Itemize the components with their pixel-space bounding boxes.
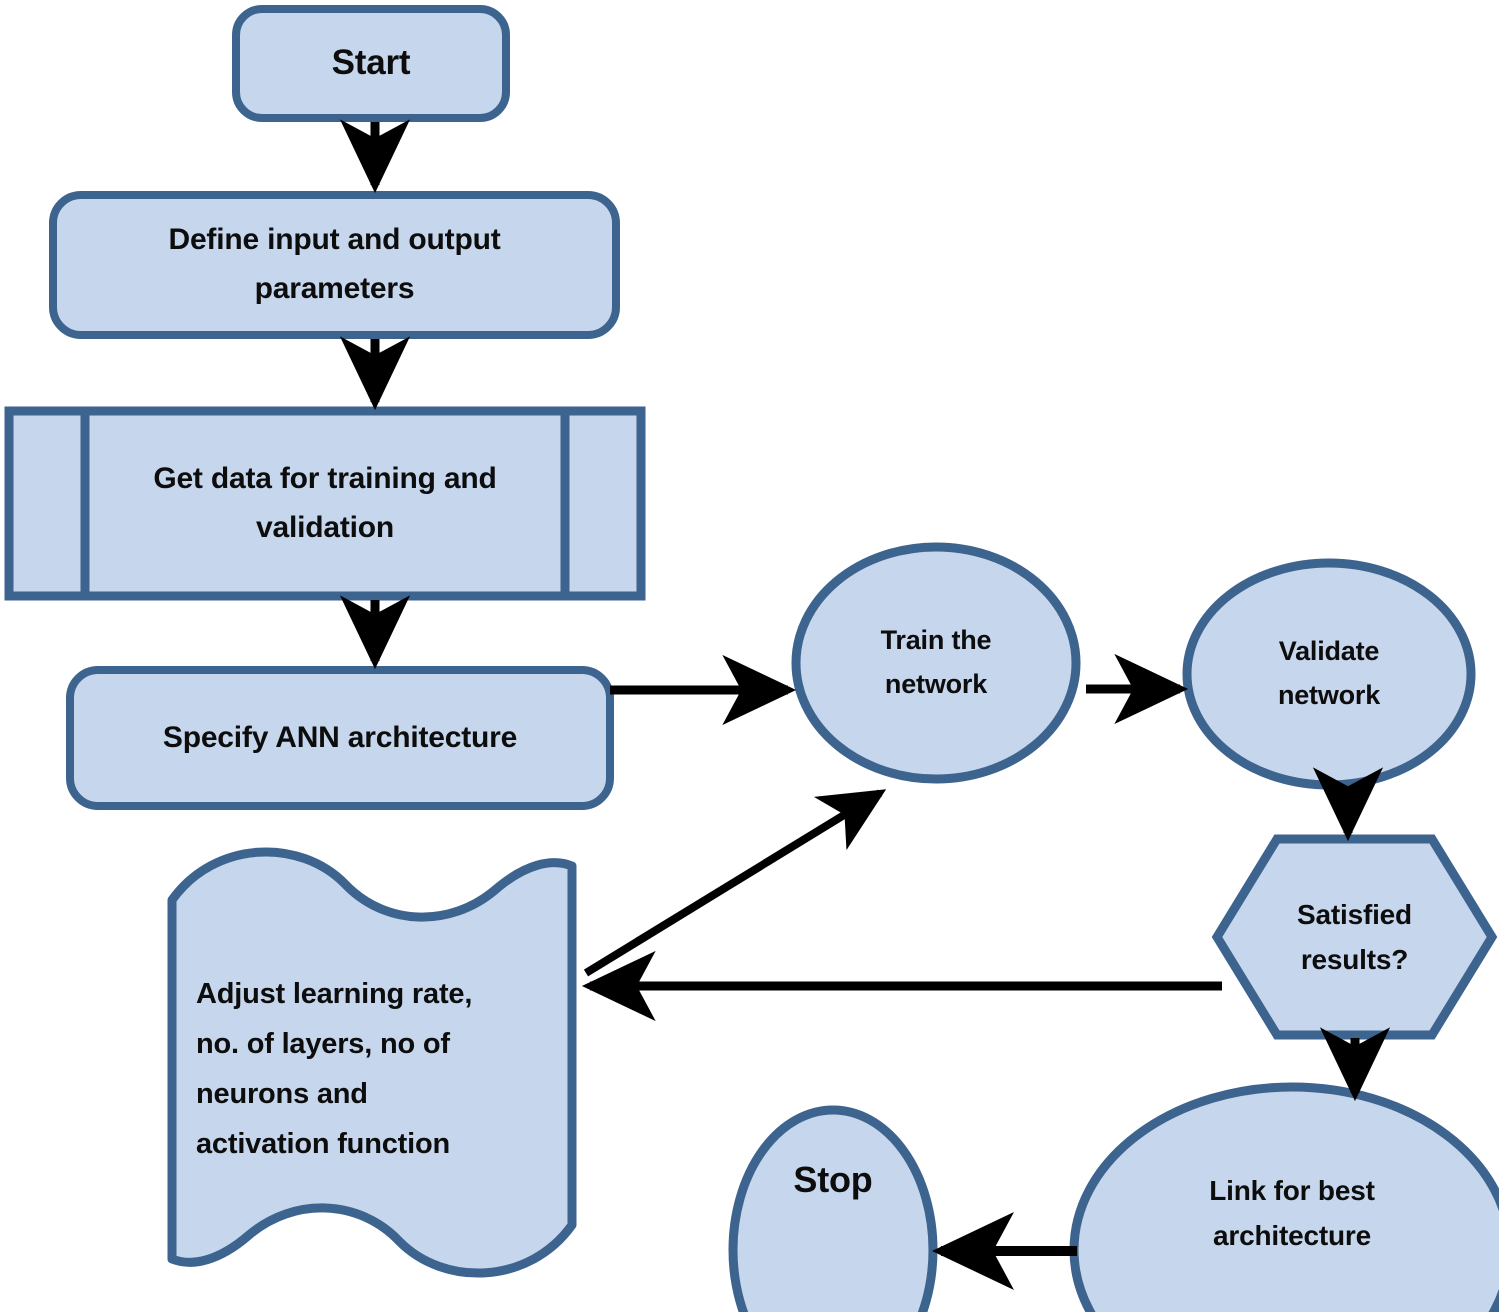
node-define-parameters-shape[interactable] — [49, 191, 620, 339]
node-validate-network-shape[interactable] — [1182, 558, 1476, 790]
node-get-data-shape[interactable] — [4, 406, 646, 601]
node-start-shape[interactable] — [232, 5, 510, 122]
node-link-best-architecture-shape[interactable] — [1069, 1082, 1499, 1312]
edge-adjust-to-train — [583, 789, 887, 977]
node-satisfied-results-shape[interactable] — [1211, 834, 1498, 1040]
node-specify-architecture-shape[interactable] — [66, 666, 614, 810]
node-adjust-parameters-shape[interactable] — [167, 847, 577, 1278]
node-train-network-shape[interactable] — [791, 542, 1081, 784]
node-stop-shape[interactable] — [728, 1105, 938, 1312]
